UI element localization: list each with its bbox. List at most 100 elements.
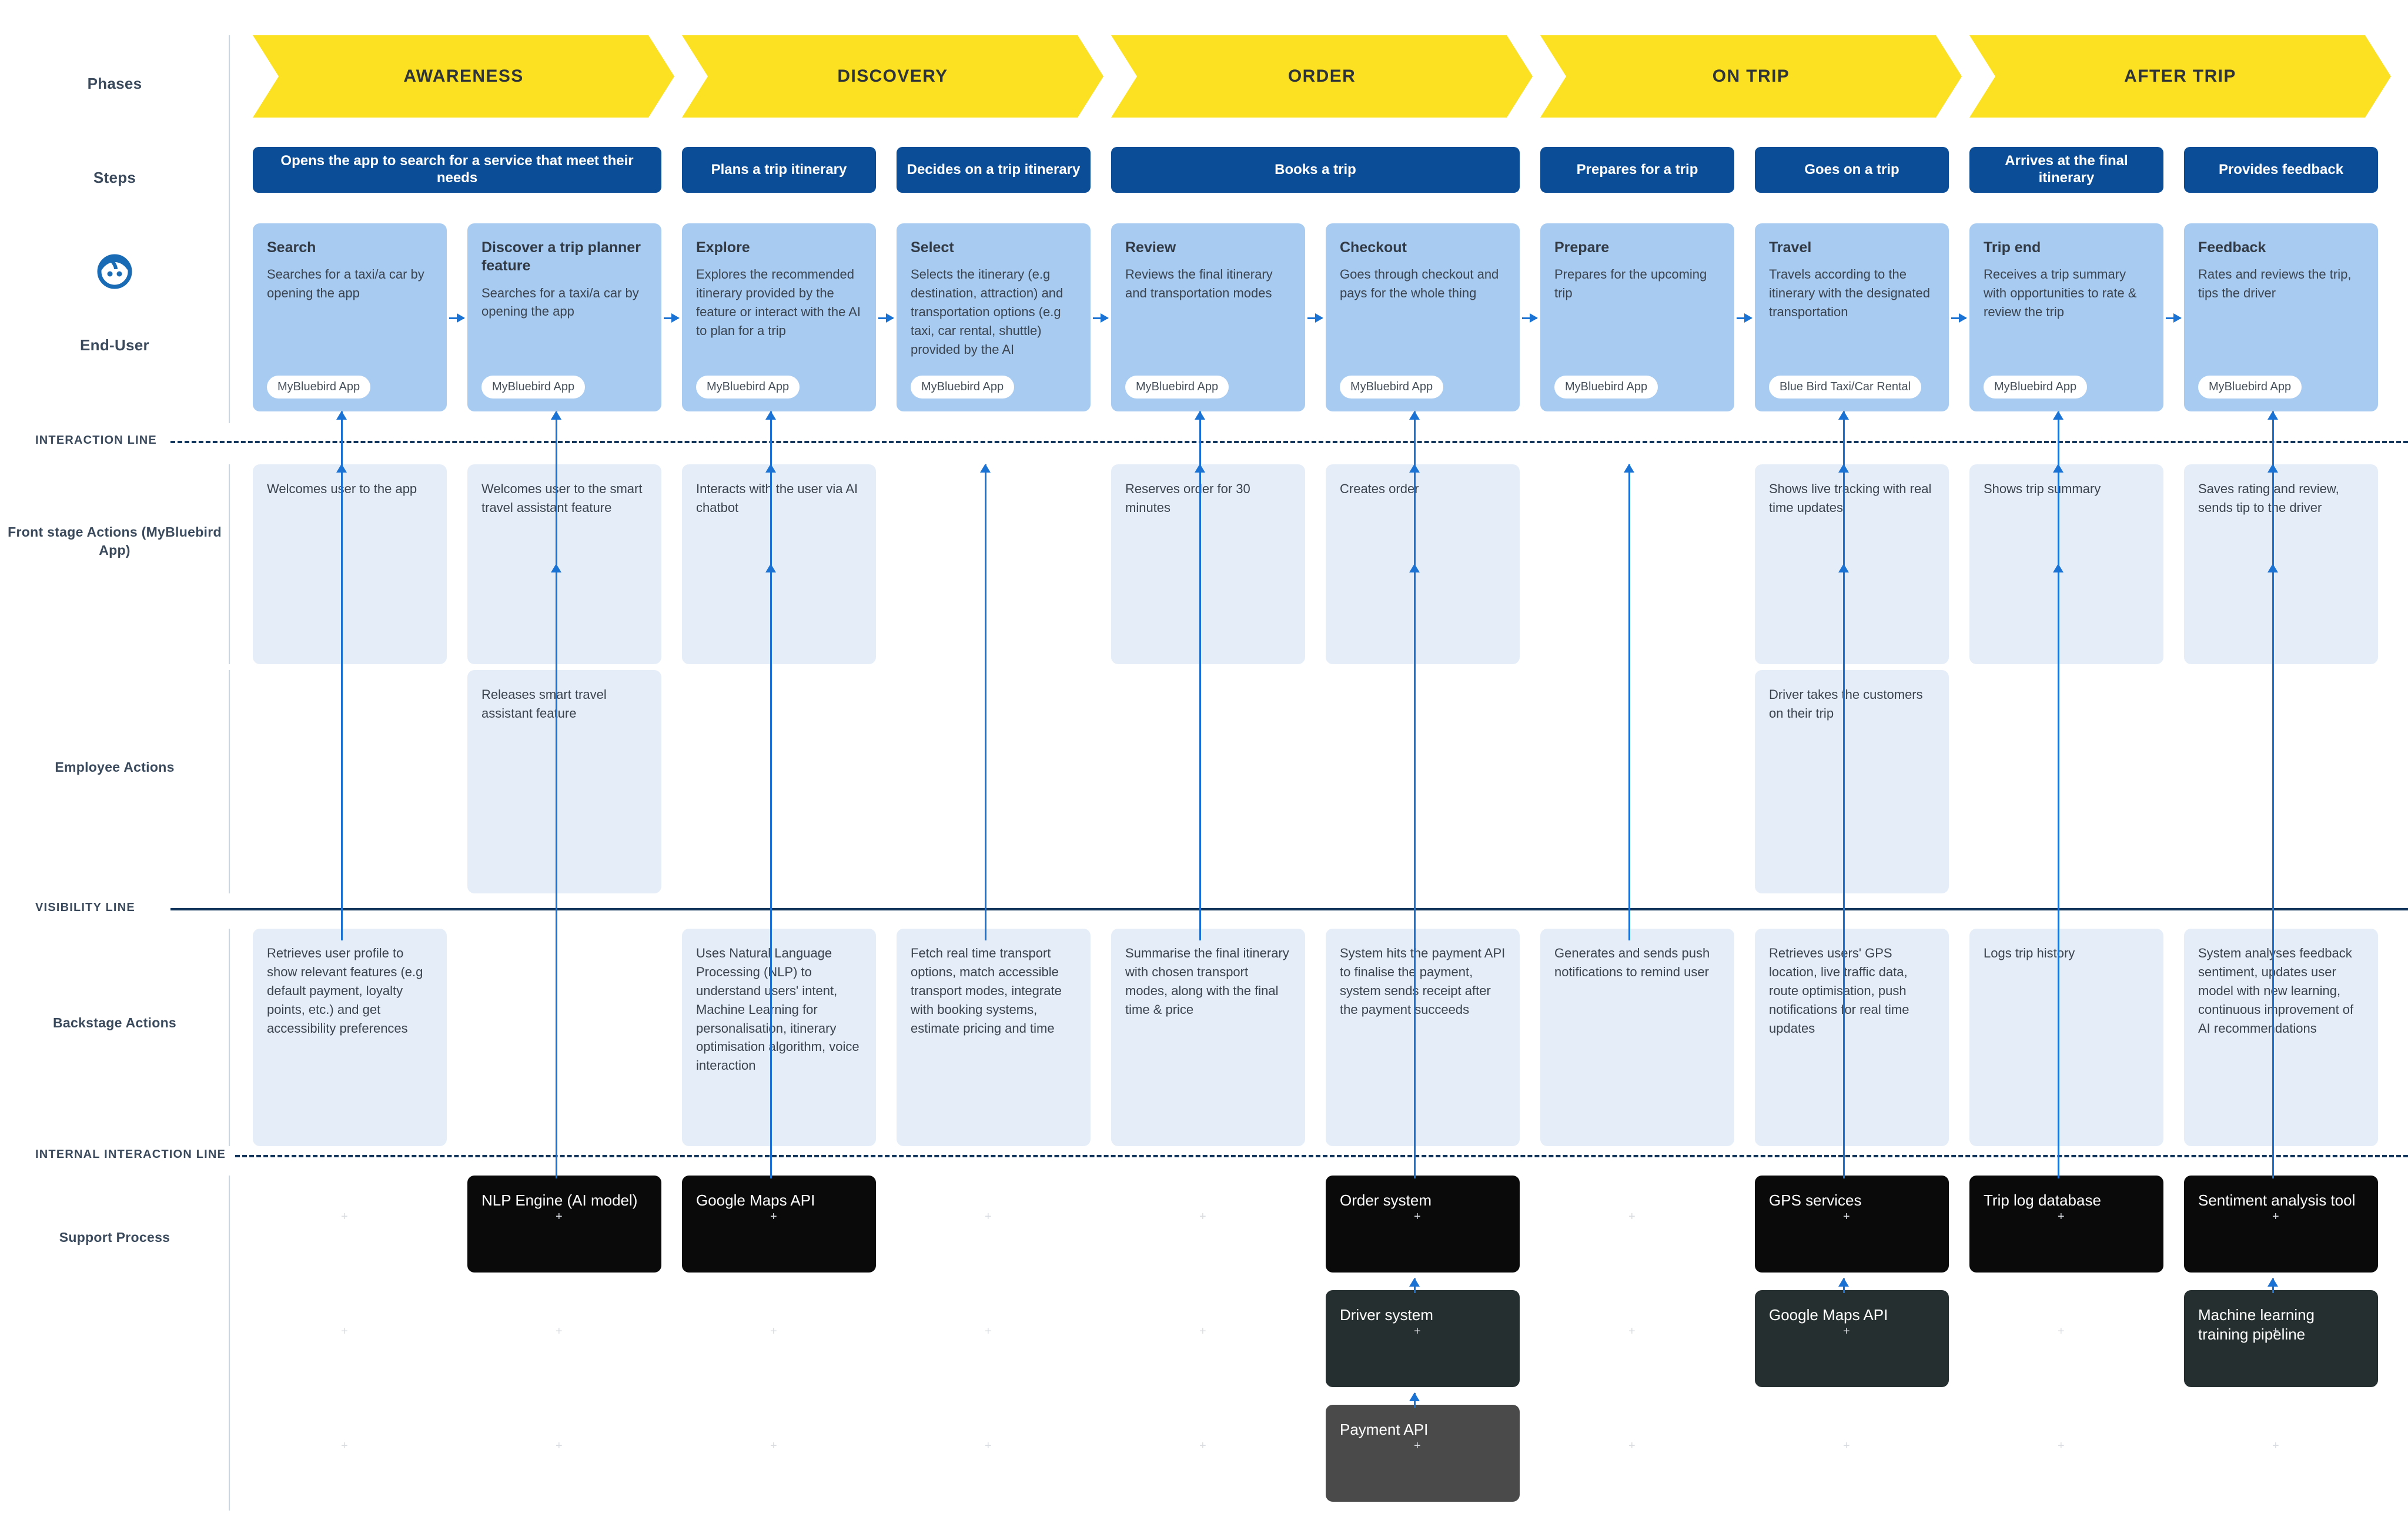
backstage-card-4[interactable]: Fetch real time transport options, match… — [897, 929, 1091, 1146]
front-stage-card-3[interactable]: Interacts with the user via AI chatbot — [682, 464, 876, 664]
touchpoint-chip: MyBluebird App — [481, 376, 586, 399]
support-card-order-system[interactable]: Order system — [1326, 1176, 1520, 1273]
employee-card-8[interactable]: Driver takes the customers on their trip — [1755, 670, 1949, 893]
phase-discovery[interactable]: DISCOVERY — [682, 35, 1103, 118]
support-card-nlp-engine-ai-model[interactable]: NLP Engine (AI model) — [467, 1176, 661, 1273]
backstage-card-10[interactable]: System analyses feedback sentiment, upda… — [2184, 929, 2378, 1146]
grid-cross: + — [985, 1210, 992, 1223]
step-label: Plans a trip itinerary — [711, 161, 847, 178]
step-5[interactable]: Prepares for a trip — [1540, 147, 1734, 193]
row-label-steps: Steps — [93, 169, 136, 186]
step-3[interactable]: Decides on a trip itinerary — [897, 147, 1091, 193]
support-card-label: Google Maps API — [1769, 1306, 1888, 1324]
support-card-google-maps-api[interactable]: Google Maps API — [1755, 1290, 1949, 1387]
touchpoint-chip: MyBluebird App — [696, 376, 800, 399]
step-8[interactable]: Provides feedback — [2184, 147, 2378, 193]
arrow-employee-to-enduser-2 — [551, 411, 561, 673]
card-body: Driver takes the customers on their trip — [1769, 687, 1923, 721]
card-title: Feedback — [2198, 239, 2266, 256]
phase-after-trip[interactable]: AFTER TRIP — [1969, 35, 2391, 118]
support-card-google-maps-api[interactable]: Google Maps API — [682, 1176, 876, 1273]
arrow-frontstage-to-enduser-9 — [2053, 411, 2063, 470]
arrow-backstage-to-frontstage-1 — [336, 464, 347, 940]
interaction-line-label: INTERACTION LINE — [35, 434, 157, 447]
end-user-flow-arrow-5 — [1307, 313, 1323, 323]
front-stage-card-1[interactable]: Welcomes user to the app — [253, 464, 447, 664]
front-stage-card-8[interactable]: Shows live tracking with real time updat… — [1755, 464, 1949, 664]
gutter-rule-enduser — [229, 223, 230, 423]
end-user-flow-arrow-1 — [449, 313, 465, 323]
touchpoint-chip: MyBluebird App — [267, 376, 371, 399]
card-body: Reviews the final itinerary and transpor… — [1125, 267, 1273, 301]
arrow-support-to-backstage-3 — [765, 564, 776, 1178]
grid-cross: + — [2272, 1325, 2279, 1338]
touchpoint-chip: MyBluebird App — [1125, 376, 1229, 399]
phase-awareness[interactable]: AWARENESS — [253, 35, 674, 118]
step-4[interactable]: Books a trip — [1111, 147, 1520, 193]
support-card-machine-learning-training-pipeline[interactable]: Machine learning training pipeline — [2184, 1290, 2378, 1387]
card-body: Creates order — [1340, 481, 1419, 496]
front-stage-card-9[interactable]: Shows trip summary — [1969, 464, 2163, 664]
arrow-frontstage-to-enduser-10 — [2267, 411, 2278, 470]
arrow-frontstage-to-enduser-1 — [336, 411, 347, 470]
arrow-support-to-backstage-6 — [1409, 564, 1420, 1178]
visibility-line — [170, 908, 2408, 910]
support-card-payment-api[interactable]: Payment API — [1326, 1405, 1520, 1502]
support-card-driver-system[interactable]: Driver system — [1326, 1290, 1520, 1387]
phase-label: AFTER TRIP — [2124, 66, 2236, 86]
backstage-card-6[interactable]: System hits the payment API to finalise … — [1326, 929, 1520, 1146]
support-card-label: NLP Engine (AI model) — [481, 1191, 638, 1209]
support-card-label: Driver system — [1340, 1306, 1433, 1324]
backstage-card-3[interactable]: Uses Natural Language Processing (NLP) t… — [682, 929, 876, 1146]
card-body: Releases smart travel assistant feature — [481, 687, 607, 721]
step-2[interactable]: Plans a trip itinerary — [682, 147, 876, 193]
front-stage-card-2[interactable]: Welcomes user to the smart travel assist… — [467, 464, 661, 664]
card-body: Fetch real time transport options, match… — [911, 946, 1062, 1036]
grid-cross: + — [2058, 1325, 2065, 1338]
support-card-gps-services[interactable]: GPS services — [1755, 1176, 1949, 1273]
support-card-label: Google Maps API — [696, 1191, 815, 1209]
touchpoint-chip: Blue Bird Taxi/Car Rental — [1769, 376, 1922, 399]
step-label: Decides on a trip itinerary — [907, 161, 1081, 178]
step-7[interactable]: Arrives at the final itinerary — [1969, 147, 2163, 193]
internal-interaction-line — [235, 1155, 2408, 1157]
card-title: Explore — [696, 239, 750, 256]
grid-cross: + — [1199, 1439, 1206, 1452]
step-6[interactable]: Goes on a trip — [1755, 147, 1949, 193]
front-stage-card-6[interactable]: Creates order — [1326, 464, 1520, 664]
card-title: Search — [267, 239, 316, 256]
grid-cross: + — [1414, 1325, 1421, 1338]
backstage-card-7[interactable]: Generates and sends push notifications t… — [1540, 929, 1734, 1146]
front-stage-card-5[interactable]: Reserves order for 30 minutes — [1111, 464, 1305, 664]
phase-on-trip[interactable]: ON TRIP — [1540, 35, 1962, 118]
support-card-sentiment-analysis-tool[interactable]: Sentiment analysis tool — [2184, 1176, 2378, 1273]
card-body: Welcomes user to the app — [267, 481, 417, 496]
card-body: Prepares for the upcoming trip — [1554, 267, 1707, 301]
step-1[interactable]: Opens the app to search for a service th… — [253, 147, 661, 193]
backstage-card-9[interactable]: Logs trip history — [1969, 929, 2163, 1146]
employee-card-2[interactable]: Releases smart travel assistant feature — [467, 670, 661, 893]
backstage-card-1[interactable]: Retrieves user profile to show relevant … — [253, 929, 447, 1146]
grid-cross: + — [770, 1325, 777, 1338]
touchpoint-chip: MyBluebird App — [1984, 376, 2088, 399]
grid-cross: + — [770, 1439, 777, 1452]
arrow-support-to-backstage-9 — [2053, 564, 2063, 1178]
card-body: System hits the payment API to finalise … — [1340, 946, 1506, 1017]
phase-order[interactable]: ORDER — [1111, 35, 1533, 118]
support-card-label: Payment API — [1340, 1421, 1429, 1438]
backstage-card-8[interactable]: Retrieves users' GPS location, live traf… — [1755, 929, 1949, 1146]
front-stage-card-10[interactable]: Saves rating and review, sends tip to th… — [2184, 464, 2378, 664]
row-label-employee-actions: Employee Actions — [55, 759, 175, 775]
support-card-trip-log-database[interactable]: Trip log database — [1969, 1176, 2163, 1273]
backstage-card-5[interactable]: Summarise the final itinerary with chose… — [1111, 929, 1305, 1146]
